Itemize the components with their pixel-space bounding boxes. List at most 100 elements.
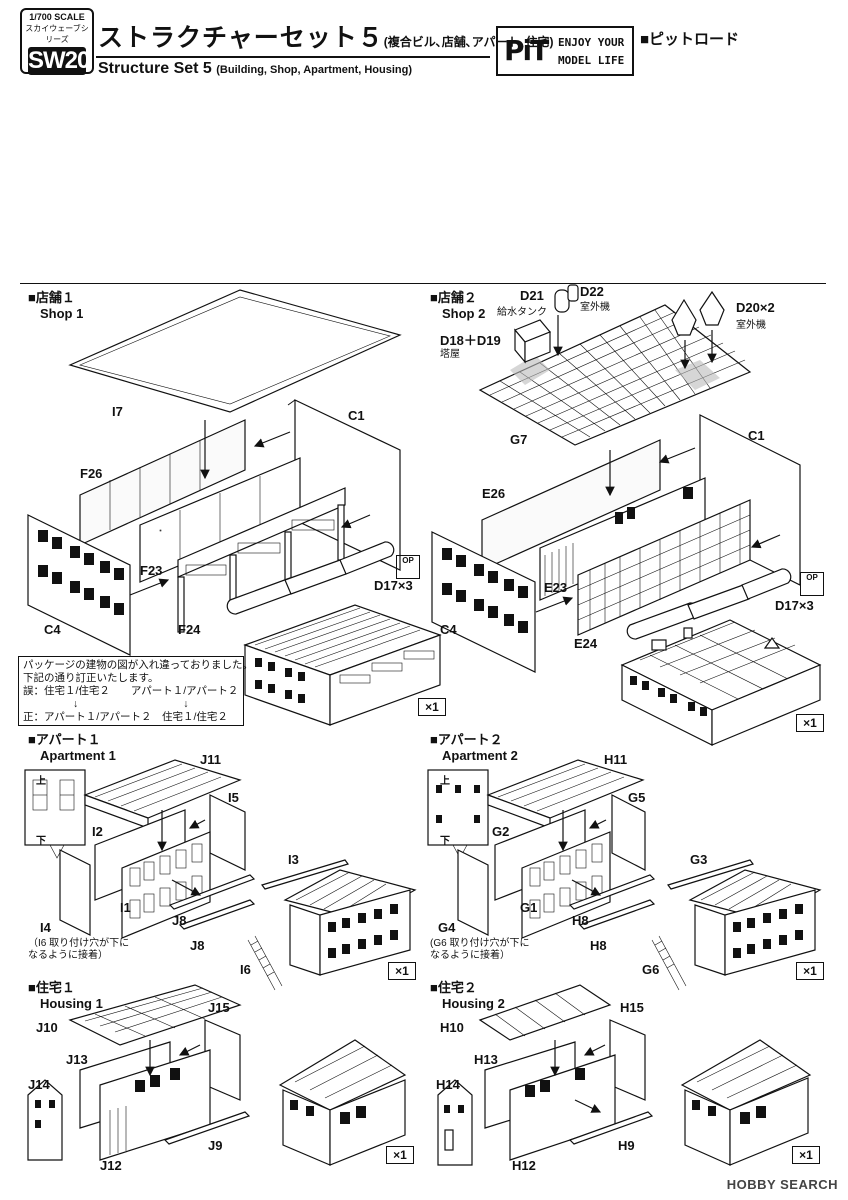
part-h10: H10	[440, 1020, 464, 1035]
part-j12: J12	[100, 1158, 122, 1173]
qty-badge: ×1	[796, 714, 824, 732]
label-top: 上	[36, 776, 46, 787]
part-f24: F24	[178, 622, 201, 637]
part-d21-desc: 給水タンク	[497, 307, 547, 318]
part-c4: C4	[44, 622, 61, 637]
correction-notice: パッケージの建物の図が入れ違っておりました。 下記の通り訂正いたします。 誤：住…	[18, 656, 253, 726]
part-g1: G1	[520, 900, 538, 915]
title-en-sub: (Building, Shop, Apartment, Housing)	[216, 64, 413, 76]
part-h9: H9	[618, 1138, 635, 1153]
notice-line-1: パッケージの建物の図が入れ違っておりました。	[23, 659, 253, 671]
notice-line-2: 下記の通り訂正いたします。	[23, 672, 159, 684]
part-j10: J10	[36, 1020, 58, 1035]
part-e23: E23	[544, 580, 568, 595]
part-d22-desc: 室外機	[580, 302, 610, 313]
logo-slogan-2: MODEL LIFE	[558, 54, 625, 67]
part-f26: F26	[80, 466, 103, 481]
part-d17: D17×3	[374, 578, 413, 593]
pit-logo-mark: PiT	[504, 34, 549, 67]
qty-badge: ×1	[418, 698, 446, 716]
apt2-note: (G6 取り付け穴が下になるように接着）	[430, 938, 530, 961]
logo-slogan-1: ENJOY YOUR	[558, 36, 625, 49]
part-d20-desc: 室外機	[736, 320, 766, 331]
part-i3: I3	[288, 852, 299, 867]
part-j15: J15	[208, 1000, 230, 1015]
label-bottom: 下	[440, 836, 450, 847]
part-j13: J13	[66, 1052, 88, 1067]
shop2-drawing	[431, 284, 822, 746]
product-code: SW20	[28, 47, 90, 75]
qty-badge: ×1	[386, 1146, 414, 1164]
apt1-drawing	[24, 759, 417, 991]
part-h13: H13	[474, 1052, 498, 1067]
part-g6: G6	[642, 962, 660, 977]
part-j9: J9	[208, 1138, 223, 1153]
qty-badge: ×1	[792, 1146, 820, 1164]
watermark: HOBBY SEARCH	[726, 1177, 838, 1192]
notice-right: 正：アパート１/アパート２ 住宅１/住宅２	[23, 711, 228, 723]
apt2-drawing	[427, 759, 822, 991]
part-h8-b: H8	[590, 938, 607, 953]
title-jp: ストラクチャーセット５(複合ビル､店舗､アパート､住宅)	[98, 24, 554, 52]
optional-icon: OP	[396, 555, 420, 579]
part-i4: I4	[40, 920, 51, 935]
part-g7: G7	[510, 432, 528, 447]
apt1-note: （I6 取り付け穴が下になるように接着）	[28, 938, 130, 961]
part-g2: G2	[492, 824, 510, 839]
shop1-drawing	[27, 289, 442, 726]
notice-wrong: 誤：住宅１/住宅２ アパート１/アパート２	[23, 685, 239, 697]
scale-badge: 1/700 SCALE スカイウェーブシリーズ SW20	[20, 8, 94, 75]
house2-drawing	[437, 984, 812, 1166]
notice-arrow: ↓ ↓	[73, 698, 189, 710]
part-d20: D20×2	[736, 300, 775, 315]
part-j14: J14	[28, 1077, 50, 1092]
brand-name: ■ピットロード	[640, 31, 740, 48]
part-d22: D22	[580, 284, 604, 299]
part-g4: G4	[438, 920, 456, 935]
title-rule	[96, 56, 490, 58]
part-d18-desc: 塔屋	[440, 349, 460, 360]
part-i1: I1	[120, 900, 131, 915]
optional-icon: OP	[800, 572, 824, 596]
part-h11: H11	[604, 752, 628, 767]
part-d18-d19: D18＋D19	[440, 333, 501, 348]
part-h12: H12	[512, 1158, 536, 1173]
part-c1: C1	[348, 408, 365, 423]
part-h15: H15	[620, 1000, 644, 1015]
part-f23: F23	[140, 563, 163, 578]
part-g5: G5	[628, 790, 646, 805]
label-bottom: 下	[36, 836, 46, 847]
part-e24: E24	[574, 636, 598, 651]
part-c1: C1	[748, 428, 765, 443]
part-h14: H14	[436, 1077, 460, 1092]
pit-logo: PiT ENJOY YOUR MODEL LIFE	[496, 26, 634, 76]
label-top: 上	[440, 776, 450, 787]
part-c4: C4	[440, 622, 457, 637]
part-i7: I7	[112, 404, 123, 419]
scale-text: 1/700 SCALE	[29, 12, 85, 22]
part-d21: D21	[520, 288, 544, 303]
qty-badge: ×1	[388, 962, 416, 980]
title-en: Structure Set 5 (Building, Shop, Apartme…	[98, 60, 413, 77]
part-g3: G3	[690, 852, 708, 867]
part-i6: I6	[240, 962, 251, 977]
title-jp-sub: (複合ビル､店舗､アパート､住宅)	[383, 35, 554, 49]
series-text: スカイウェーブシリーズ	[25, 24, 89, 44]
house1-drawing	[27, 984, 407, 1166]
part-d17: D17×3	[775, 598, 814, 613]
part-h8-a: H8	[572, 913, 589, 928]
part-i5: I5	[228, 790, 239, 805]
part-j8-a: J8	[172, 913, 187, 928]
section-divider	[20, 283, 826, 284]
part-e26: E26	[482, 486, 506, 501]
qty-badge: ×1	[796, 962, 824, 980]
part-j11: J11	[200, 752, 221, 767]
part-i2: I2	[92, 824, 103, 839]
